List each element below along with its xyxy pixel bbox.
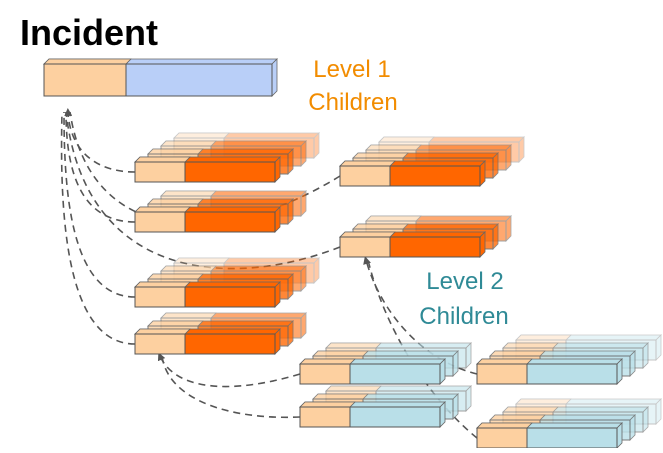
level2-child-stack-1-front-record — [299, 358, 446, 385]
level1-child-stack-2-front-record — [134, 206, 281, 233]
level1-child-stack-1-front-record — [134, 156, 281, 183]
level2-label-line1: Level 2 — [426, 268, 504, 295]
level2-child-stack-4 — [476, 398, 662, 449]
level1-child-stack-2 — [134, 190, 307, 233]
level1-child-stack-3 — [134, 257, 320, 308]
level2-child-stack-3-front-record — [476, 358, 623, 385]
connector-l2-1 — [157, 352, 301, 388]
level2-child-stack-2 — [299, 385, 472, 428]
stack-layer — [43, 58, 662, 449]
connector-l1-1 — [64, 108, 136, 173]
level2-child-stack-1 — [299, 342, 472, 385]
connector-l1-2 — [65, 111, 136, 223]
connector-l1-6 — [65, 111, 341, 270]
connector-l1-4 — [60, 111, 136, 345]
incident-record — [43, 58, 278, 97]
level1-child-stack-5-front-record — [339, 160, 486, 187]
level1-label-line1: Level 1 — [313, 56, 391, 83]
level1-child-stack-4 — [134, 312, 307, 355]
level1-child-stack-5 — [339, 136, 525, 187]
level2-child-stack-2-front-record — [299, 401, 446, 428]
diagram-title: Incident — [20, 12, 159, 53]
level1-child-stack-3-front-record — [134, 281, 281, 308]
connector-l1-3 — [63, 111, 136, 298]
level1-child-stack-4-front-record — [134, 328, 281, 355]
level1-child-stack-6-front-record — [339, 231, 486, 258]
level1-label-line2: Children — [308, 89, 398, 116]
level2-child-stack-4-front-record — [476, 422, 623, 449]
level2-child-stack-3 — [476, 334, 662, 385]
connector-l2-2 — [161, 355, 301, 419]
level2-label-line2: Children — [419, 303, 509, 330]
level1-child-stack-6 — [339, 215, 512, 258]
level1-child-stack-1 — [134, 132, 320, 183]
